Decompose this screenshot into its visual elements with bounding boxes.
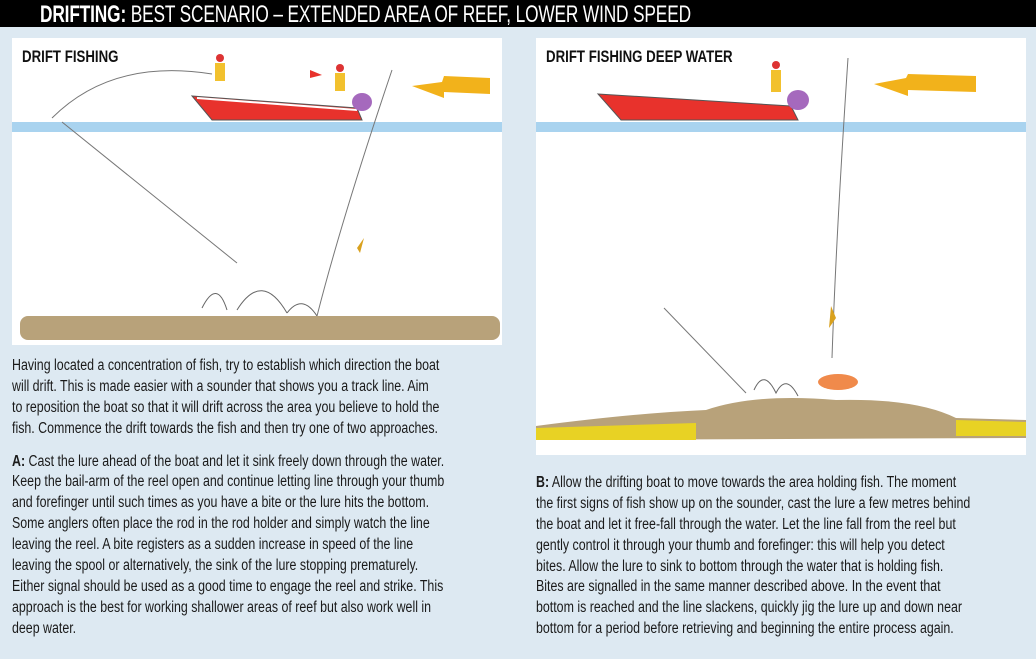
text-span: Allow the drifting boat to move towards …: [549, 474, 957, 491]
angler: [772, 61, 780, 69]
drift-fishing-deep-water-illustration: DRIFT FISHING DEEP WATER: [536, 38, 1026, 455]
text-line: the first signs of fish show up on the s…: [536, 494, 971, 512]
boat: [596, 93, 799, 121]
text-line: Either signal should be used as a good t…: [12, 577, 444, 595]
left-body-text: Having located a concentration of fish, …: [12, 356, 552, 652]
water-surface: [12, 122, 502, 132]
text-line: will drift. This is made easier with a s…: [12, 377, 429, 395]
boat: [190, 95, 363, 121]
panel-title: DRIFT FISHING DEEP WATER: [546, 47, 733, 66]
title-bold: DRIFTING:: [40, 1, 127, 28]
text-line: leaving the spool or alternatively, the …: [12, 557, 419, 575]
text-line: deep water.: [12, 619, 77, 637]
fish: [818, 374, 858, 390]
water-surface: [536, 122, 1026, 132]
title-rest: BEST SCENARIO – EXTENDED AREA OF REEF, L…: [126, 1, 691, 28]
panel-title: DRIFT FISHING: [22, 47, 119, 66]
lure: [357, 238, 364, 253]
angler: [216, 54, 224, 62]
outboard-motor: [352, 93, 372, 111]
text-line: B: Allow the drifting boat to move towar…: [536, 473, 970, 494]
approach-a-paragraph: A: Cast the lure ahead of the boat and l…: [12, 452, 552, 640]
text-line: gently control it through your thumb and…: [536, 536, 945, 554]
text-line: fish. Commence the drift towards the fis…: [12, 419, 438, 437]
text-line: Bites are signalled in the same manner d…: [536, 578, 941, 596]
page-title: DRIFTING: BEST SCENARIO – EXTENDED AREA …: [40, 1, 691, 29]
wind-direction-arrow: [412, 76, 490, 98]
seabed: [20, 316, 500, 340]
angler: [336, 64, 344, 72]
flag-icon: [310, 70, 322, 78]
text-line: A: Cast the lure ahead of the boat and l…: [12, 452, 444, 473]
approach-b-paragraph: B: Allow the drifting boat to move towar…: [536, 473, 1036, 640]
drift-fishing-drawing: [12, 54, 502, 340]
text-line: bottom for a period before retrieving an…: [536, 620, 954, 638]
text-span: Cast the lure ahead of the boat and let …: [25, 452, 445, 470]
deep-water-drawing: [536, 57, 1026, 440]
text-line: bottom is reached and the line slackens,…: [536, 599, 962, 617]
text-line: Keep the bail-arm of the reel open and c…: [12, 473, 445, 491]
lure: [829, 306, 836, 328]
approach-label: B:: [536, 474, 550, 491]
wind-direction-arrow: [874, 74, 976, 96]
outboard-motor: [787, 90, 809, 110]
line-path: [61, 121, 238, 264]
text-line: to reposition the boat so that it will d…: [12, 398, 440, 416]
text-line: approach is the best for working shallow…: [12, 598, 432, 616]
intro-paragraph: Having located a concentration of fish, …: [12, 356, 552, 440]
text-line: and forefinger until such times as you h…: [12, 494, 430, 512]
text-line: Some anglers often place the rod in the …: [12, 515, 430, 533]
text-line: the boat and let it free-fall through th…: [536, 515, 956, 533]
text-line: Having located a concentration of fish, …: [12, 357, 440, 374]
drift-fishing-illustration: DRIFT FISHING: [12, 38, 502, 345]
header-bar: DRIFTING: BEST SCENARIO – EXTENDED AREA …: [0, 0, 1036, 29]
text-line: bites. Allow the lure to sink to bottom …: [536, 557, 944, 575]
right-body-text: B: Allow the drifting boat to move towar…: [536, 473, 1036, 652]
approach-label: A:: [12, 452, 26, 470]
text-line: leaving the reel. A bite registers as a …: [12, 536, 414, 554]
